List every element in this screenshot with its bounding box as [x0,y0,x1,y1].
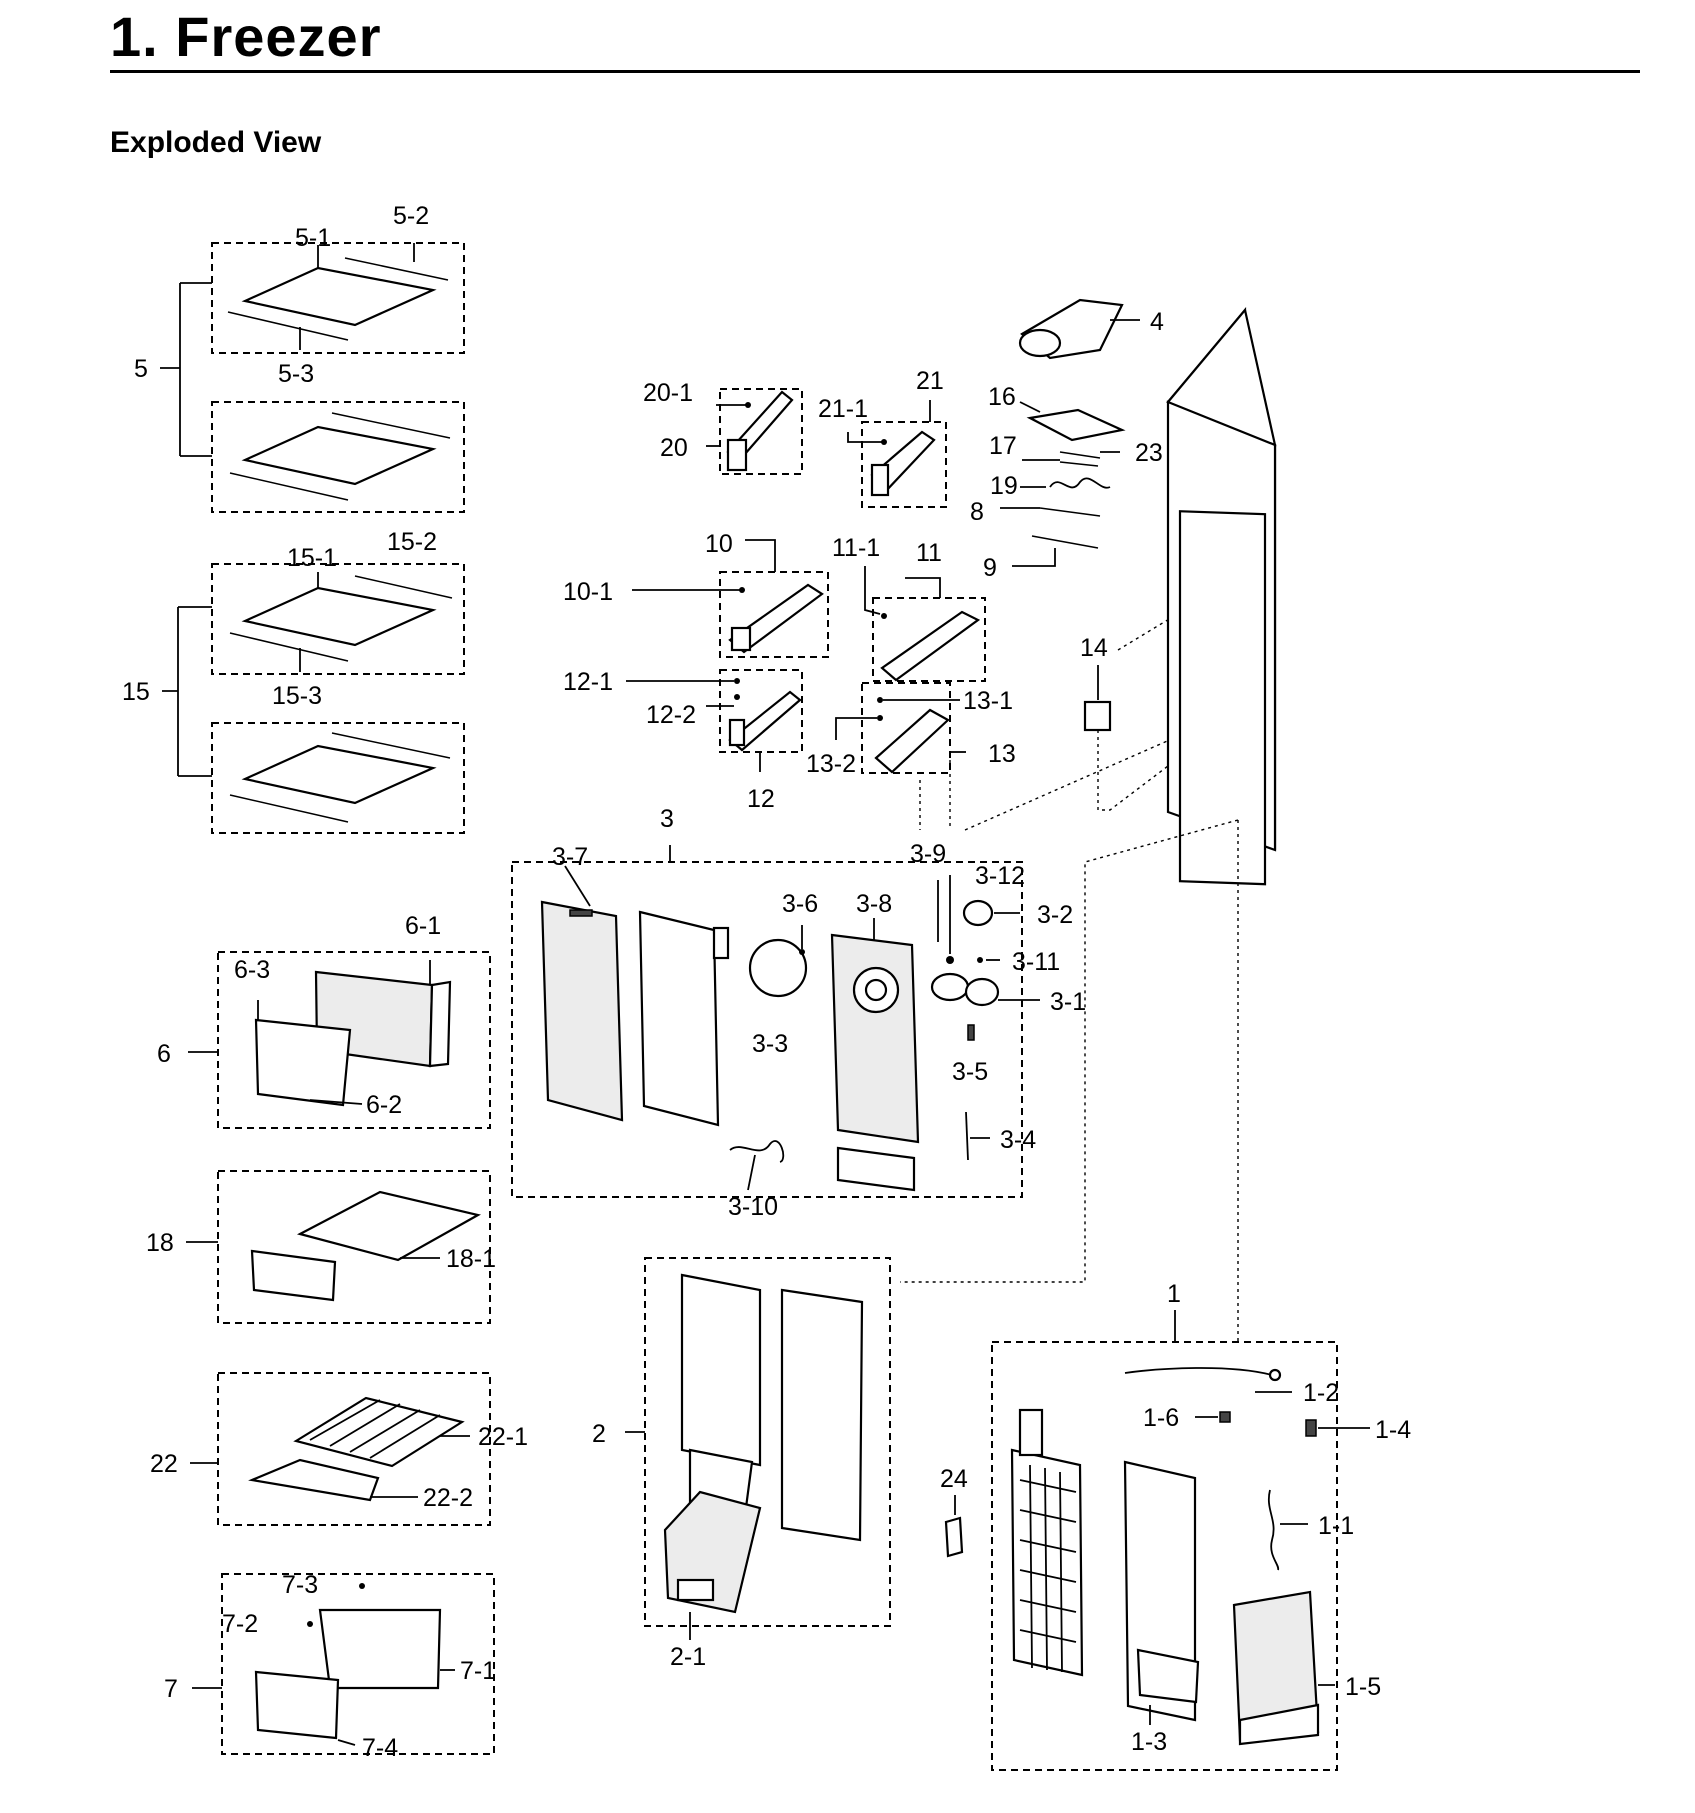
label-13-2: 13-2 [806,750,856,778]
label-15-1: 15-1 [287,544,337,572]
label-22-2: 22-2 [423,1484,473,1512]
label-9: 9 [983,554,997,582]
group-3-fan-assembly: 3 3-7 3-6 3-3 3-8 3-10 3-9 3-12 3-2 3-11 [511,805,1086,1221]
label-24: 24 [940,1465,968,1493]
label-23: 23 [1135,439,1163,467]
drawer-group-18: 18 18-1 [146,1170,496,1324]
label-1-4: 1-4 [1375,1416,1411,1444]
label-22-1: 22-1 [478,1423,528,1451]
label-1-2: 1-2 [1303,1379,1339,1407]
label-13: 13 [988,740,1016,768]
label-7-2: 7-2 [222,1610,258,1638]
label-18-1: 18-1 [446,1245,496,1273]
label-13-1: 13-1 [963,687,1013,715]
label-12: 12 [747,785,775,813]
label-5-3: 5-3 [278,360,314,388]
upper-middle-parts: 20-1 20 21-1 21 10 10-1 11-1 11 12-1 [563,367,1216,831]
label-20: 20 [660,434,688,462]
label-3-10: 3-10 [728,1193,778,1221]
label-1-1: 1-1 [1318,1512,1354,1540]
label-6: 6 [157,1040,171,1068]
label-11: 11 [916,539,942,567]
label-15-2: 15-2 [387,528,437,556]
label-7-4: 7-4 [362,1734,398,1762]
drawer-group-7: 7 7-1 7-2 7-3 7-4 [164,1571,496,1762]
label-6-3: 6-3 [234,956,270,984]
label-3: 3 [660,805,674,833]
label-3-6: 3-6 [782,890,818,918]
label-18: 18 [146,1229,174,1257]
shelf-glass-5-1 [241,266,437,327]
label-3-4: 3-4 [1000,1126,1036,1154]
label-7: 7 [164,1675,178,1703]
label-1: 1 [1167,1280,1181,1308]
label-15: 15 [122,678,150,706]
label-3-8: 3-8 [856,890,892,918]
label-2-1: 2-1 [670,1643,706,1671]
label-10: 10 [705,530,733,558]
group-2-cover-assembly: 2 2-1 [592,1257,891,1671]
label-1-3: 1-3 [1131,1728,1167,1756]
label-3-1: 3-1 [1050,988,1086,1016]
label-11-1: 11-1 [832,534,880,562]
label-19: 19 [990,472,1018,500]
label-3-2: 3-2 [1037,901,1073,929]
label-10-1: 10-1 [563,578,613,606]
label-3-7: 3-7 [552,843,588,871]
label-1-6: 1-6 [1143,1404,1179,1432]
drawer-group-6: 6 6-1 6-2 6-3 [157,912,491,1129]
label-4: 4 [1150,308,1164,336]
page-subtitle: Exploded View [110,126,322,159]
label-1-5: 1-5 [1345,1673,1381,1701]
shelf-group-15: 15 15-1 15-2 15-3 [122,528,465,834]
label-3-12: 3-12 [975,862,1025,890]
label-3-11: 3-11 [1012,948,1060,976]
label-22: 22 [150,1450,178,1478]
label-15-3: 15-3 [272,682,322,710]
right-top-parts: 4 16 17 23 19 8 9 14 [970,298,1276,811]
label-3-5: 3-5 [952,1058,988,1086]
label-7-3: 7-3 [282,1571,318,1599]
label-5: 5 [134,355,148,383]
label-21-1: 21-1 [818,395,868,423]
label-12-2: 12-2 [646,701,696,729]
label-14: 14 [1080,634,1108,662]
label-17: 17 [989,432,1017,460]
group-1-evaporator-assembly: 1 1-2 1-6 1-4 1-3 1-1 1-5 [991,1280,1411,1771]
page-title: 1. Freezer [110,5,382,68]
label-16: 16 [988,383,1016,411]
shelf-group-5: 5 5-1 5-2 5-3 [134,202,465,513]
label-5-1: 5-1 [295,224,331,252]
label-2: 2 [592,1420,606,1448]
label-5-2: 5-2 [393,202,429,230]
label-20-1: 20-1 [643,379,693,407]
label-12-1: 12-1 [563,668,613,696]
label-21: 21 [916,367,944,395]
label-8: 8 [970,498,984,526]
shelf-glass-5-second [241,425,437,486]
label-3-3: 3-3 [752,1030,788,1058]
label-6-1: 6-1 [405,912,441,940]
basket-group-22: 22 22-1 22-2 [150,1372,528,1526]
freezer-door-panel [900,306,1277,1345]
label-3-9: 3-9 [910,840,946,868]
label-6-2: 6-2 [366,1091,402,1119]
part-24: 24 [940,1465,968,1558]
label-7-1: 7-1 [460,1657,496,1685]
title-rule [110,70,1640,73]
